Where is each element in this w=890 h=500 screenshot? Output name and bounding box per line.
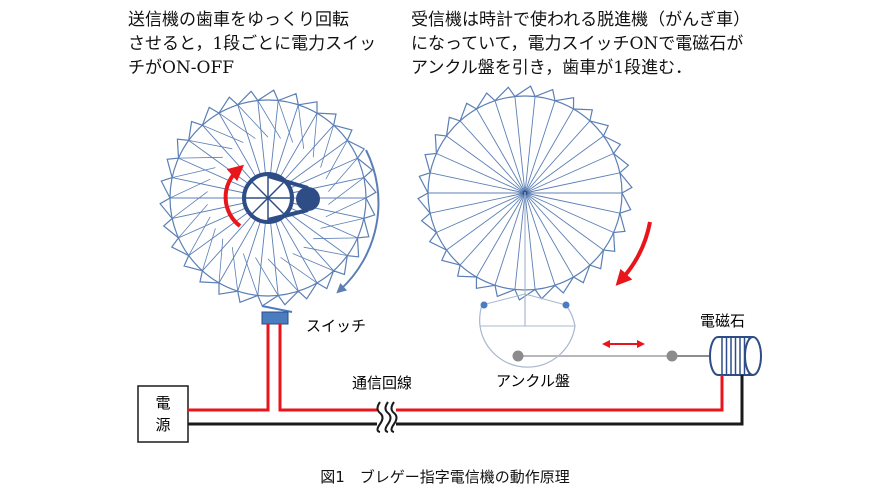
- right-caption-line-1: 受信機は時計で使われる脱進機（がんぎ車）: [411, 10, 751, 30]
- switch-label: スイッチ: [306, 317, 366, 335]
- right-caption: 受信機は時計で使われる脱進機（がんぎ車） になっていて，電力スイッチONで電磁石…: [411, 8, 750, 80]
- left-caption-line-1: 送信機の歯車をゆっくり回転: [128, 10, 349, 30]
- comm-line-label: 通信回線: [352, 374, 412, 392]
- right-caption-line-3: アンクル盤を引き，歯車が1段進む．: [411, 58, 693, 78]
- rotation-arc-transmitter: [336, 149, 380, 294]
- anchor-plate-label: アンクル盤: [496, 372, 570, 390]
- power-source-label-1: 電: [155, 394, 170, 412]
- electromagnet-label: 電磁石: [700, 312, 745, 330]
- transmitter-hub: [242, 172, 320, 224]
- figure-title: 図1 ブレゲー指字電信機の動作原理: [320, 468, 570, 486]
- left-caption-line-3: チがON-OFF: [128, 58, 235, 78]
- rotation-arrow-right: [615, 221, 652, 286]
- line-break-mark: [376, 401, 398, 433]
- right-caption-line-2: になっていて，電力スイッチONで電磁石が: [411, 34, 744, 54]
- wire-red: [188, 324, 724, 412]
- switch: [261, 305, 293, 325]
- electromagnet: [672, 336, 762, 376]
- power-source-label-2: 源: [155, 416, 170, 434]
- wire-black: [188, 375, 744, 426]
- power-source: 電 源: [137, 385, 189, 443]
- rotation-arrow-left: [223, 164, 245, 228]
- cam-disc: [296, 187, 320, 211]
- left-caption: 送信機の歯車をゆっくり回転 させると，1段ごとに電力スイッ チがON-OFF: [128, 8, 376, 80]
- left-caption-line-2: させると，1段ごとに電力スイッ: [128, 34, 377, 54]
- escape-wheel: [417, 85, 633, 301]
- anchor-plate: [479, 192, 678, 368]
